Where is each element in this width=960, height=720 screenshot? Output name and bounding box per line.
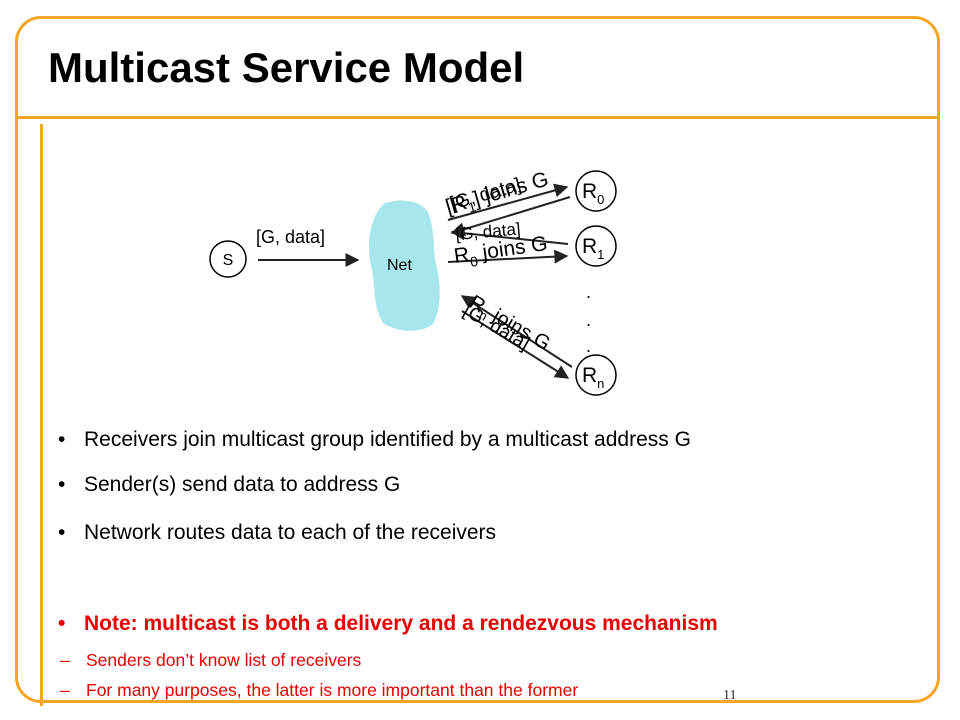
sender-msg: [G, data] [256, 227, 325, 247]
receiver-node-rn [575, 354, 617, 396]
page-number: 11 [723, 688, 737, 703]
sub-bullet: –For many purposes, the latter is more i… [58, 680, 578, 701]
sub-dash: – [60, 680, 70, 700]
bullet-item: • Receivers join multicast group identifi… [58, 428, 691, 452]
ellipsis-dot-3: . [586, 336, 591, 356]
bullet-dot: • [58, 521, 66, 544]
bullet-dot: • [58, 473, 66, 496]
sub-text: Senders don’t know list of receivers [86, 650, 362, 670]
sender-node [209, 240, 247, 278]
sub-bullet: –Senders don’t know list of receivers [58, 650, 361, 671]
sub-dash: – [60, 650, 70, 670]
left-rule [40, 124, 43, 706]
data-arrow-r0 [447, 183, 569, 221]
net-cloud [368, 200, 440, 331]
receiver-label-r0: R0 [582, 180, 604, 207]
bullet-item: • Network routes data to each of the rece… [58, 521, 496, 545]
bullet-text: Network routes data to each of the recei… [84, 521, 497, 544]
note-bullet: • Note: multicast is both a delivery and … [58, 612, 718, 636]
bullet-dot: • [58, 428, 66, 451]
data-arrow-rn [461, 310, 570, 379]
bullet-item: • Sender(s) send data to address G [58, 473, 400, 497]
bullet-text: Receivers join multicast group identifie… [84, 428, 691, 451]
sub-text: For many purposes, the latter is more im… [86, 680, 579, 700]
ellipsis-dot-1: . [586, 282, 591, 302]
join-arrow-r1 [450, 226, 569, 245]
ellipsis-dot-2: . [586, 310, 591, 330]
note-text: Note: multicast is both a delivery and a… [84, 612, 718, 635]
bullet-text: Sender(s) send data to address G [84, 473, 401, 496]
receiver-label-rn: Rn [582, 364, 604, 391]
title-divider [18, 116, 940, 119]
join-arrow-rn [460, 295, 573, 368]
page-title: Multicast Service Model [48, 44, 525, 91]
slide-frame [15, 16, 940, 703]
receiver-node-r0 [575, 170, 617, 212]
net-label: Net [387, 257, 412, 274]
join-arrow-r0 [450, 196, 571, 237]
sender-label: S [223, 252, 234, 269]
join-label-r1: [R1] joins G [443, 168, 552, 222]
bullet-dot: • [58, 612, 66, 635]
receiver-node-r1 [575, 225, 617, 267]
data-arrow-r1 [447, 249, 569, 264]
receiver-label-r1: R1 [582, 235, 604, 262]
